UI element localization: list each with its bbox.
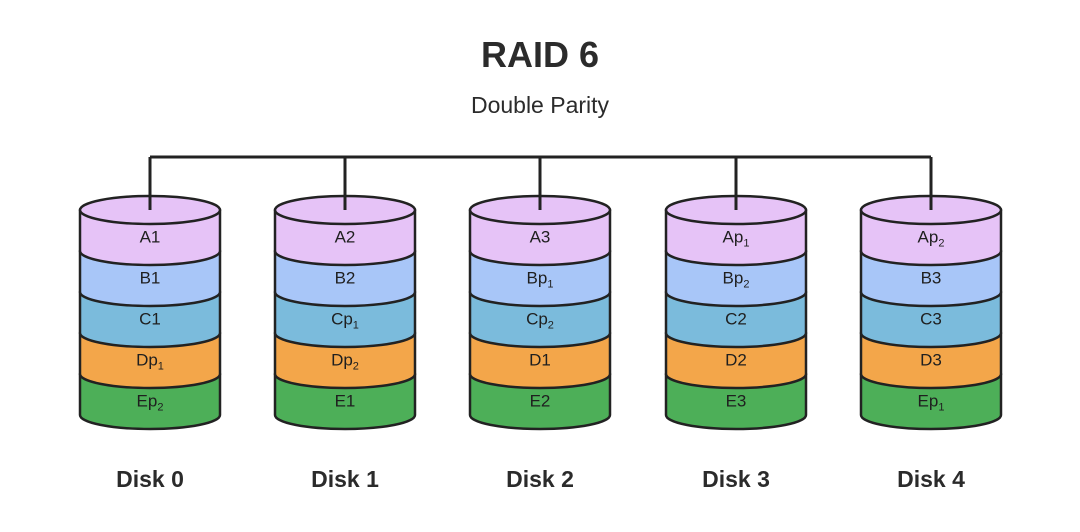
block-label: Cp1 xyxy=(331,310,359,332)
block-label: E3 xyxy=(726,392,747,411)
block-label: Bp1 xyxy=(527,269,554,291)
block-c xyxy=(859,290,1003,349)
block-label: Dp1 xyxy=(136,351,164,373)
block-label: Bp2 xyxy=(723,269,750,291)
block-label: A1 xyxy=(140,228,161,247)
block-label: Cp2 xyxy=(526,310,554,332)
block-e xyxy=(78,372,222,431)
block-a xyxy=(273,208,417,267)
block-label: Ap1 xyxy=(723,228,750,250)
block-a xyxy=(859,208,1003,267)
block-e xyxy=(468,372,612,431)
disk-label: Disk 1 xyxy=(311,466,379,492)
block-label: Ap2 xyxy=(918,228,945,250)
block-label: A3 xyxy=(530,228,551,247)
block-e xyxy=(859,372,1003,431)
block-d xyxy=(78,331,222,390)
block-c xyxy=(273,290,417,349)
block-label: D3 xyxy=(920,351,942,370)
block-label: C1 xyxy=(139,310,161,329)
block-label: Ep2 xyxy=(137,392,164,414)
block-label: D2 xyxy=(725,351,747,370)
block-label: A2 xyxy=(335,228,356,247)
block-d xyxy=(468,331,612,390)
block-label: Dp2 xyxy=(331,351,359,373)
disk-label: Disk 4 xyxy=(897,466,965,492)
block-b xyxy=(664,249,808,308)
block-a xyxy=(78,208,222,267)
block-c xyxy=(664,290,808,349)
block-a xyxy=(468,208,612,267)
block-label: D1 xyxy=(529,351,551,370)
block-label: E1 xyxy=(335,392,356,411)
block-label: B1 xyxy=(140,269,161,288)
block-label: C2 xyxy=(725,310,747,329)
disk-label: Disk 0 xyxy=(116,466,184,492)
block-d xyxy=(664,331,808,390)
block-b xyxy=(468,249,612,308)
block-b xyxy=(273,249,417,308)
diagram-subtitle: Double Parity xyxy=(470,92,610,118)
disk-label: Disk 3 xyxy=(702,466,770,492)
block-label: B3 xyxy=(921,269,942,288)
block-a xyxy=(664,208,808,267)
block-d xyxy=(273,331,417,390)
block-label: B2 xyxy=(335,269,356,288)
block-label: E2 xyxy=(530,392,551,411)
diagram-title: RAID 6 xyxy=(480,34,600,75)
disk-label: Disk 2 xyxy=(506,466,574,492)
block-c xyxy=(468,290,612,349)
block-label: Ep1 xyxy=(918,392,945,414)
block-d xyxy=(859,331,1003,390)
block-e xyxy=(664,372,808,431)
block-label: C3 xyxy=(920,310,942,329)
block-b xyxy=(859,249,1003,308)
block-b xyxy=(78,249,222,308)
block-c xyxy=(78,290,222,349)
block-e xyxy=(273,372,417,431)
